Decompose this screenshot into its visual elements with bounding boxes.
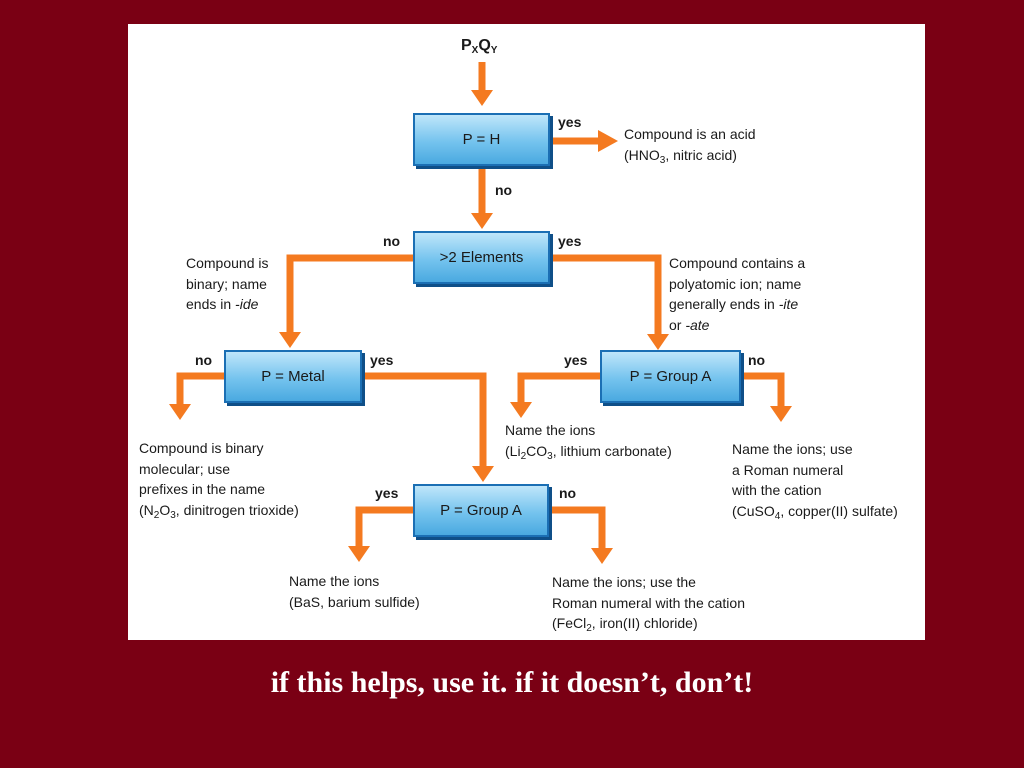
arrowhead-fecl2 bbox=[591, 548, 613, 564]
note-binary-ide: Compound is binary; name ends in -ide bbox=[186, 255, 269, 312]
label-yes-ph: yes bbox=[558, 114, 582, 130]
note-acid: Compound is an acid (HNO3, nitric acid) bbox=[624, 126, 756, 166]
decision-more-than-2-elements: >2 Elements bbox=[413, 231, 550, 284]
arrow-elements-no bbox=[286, 254, 414, 334]
note-roman-fecl2: Name the ions; use the Roman numeral wit… bbox=[552, 574, 745, 634]
arrowhead-start bbox=[471, 90, 493, 106]
start-formula: PXQY bbox=[461, 37, 498, 56]
label-yes-metal: yes bbox=[370, 352, 394, 368]
arrowhead-li2co3 bbox=[510, 402, 532, 418]
note-binary-molecular: Compound is binary molecular; use prefix… bbox=[139, 440, 299, 521]
arrowhead-metal bbox=[279, 332, 301, 348]
label-yes-group-a-right: yes bbox=[564, 352, 588, 368]
label-no-group-a-right: no bbox=[748, 352, 766, 368]
decision-p-equals-group-a-right: P = Group A bbox=[600, 350, 741, 403]
arrowhead-molecular bbox=[169, 404, 191, 420]
arrowhead-cuso4 bbox=[770, 406, 792, 422]
decision-p-equals-group-a-bottom: P = Group A bbox=[413, 484, 549, 537]
arrowhead-bas bbox=[348, 546, 370, 562]
label-no-ph: no bbox=[495, 182, 513, 198]
decision-p-equals-metal: P = Metal bbox=[224, 350, 362, 403]
arrow-groupa-right-yes bbox=[517, 372, 600, 404]
flowchart-panel: PXQY P = H >2 Elements P = Metal P = Gro… bbox=[128, 24, 925, 640]
arrow-metal-no bbox=[176, 372, 224, 406]
arrowhead-groupa-bottom bbox=[472, 466, 494, 482]
slide-caption: if this helps, use it. if it doesn’t, do… bbox=[270, 666, 754, 699]
note-name-ions-bas: Name the ions (BaS, barium sulfide) bbox=[289, 573, 420, 610]
flowchart-arrows bbox=[169, 62, 792, 564]
arrow-groupa-right-no bbox=[741, 372, 785, 408]
arrowhead-acid bbox=[598, 130, 618, 152]
note-roman-cuso4: Name the ions; use a Roman numeral with … bbox=[732, 441, 898, 522]
arrow-metal-yes bbox=[362, 372, 487, 468]
label-no-metal: no bbox=[195, 352, 213, 368]
arrowhead-groupa-right bbox=[647, 334, 669, 350]
note-polyatomic: Compound contains a polyatomic ion; name… bbox=[669, 255, 806, 333]
label-yes-elements: yes bbox=[558, 233, 582, 249]
note-name-ions-li2co3: Name the ions (Li2CO3, lithium carbonate… bbox=[505, 422, 672, 462]
label-no-elements: no bbox=[383, 233, 401, 249]
arrow-groupa-bottom-no bbox=[549, 506, 606, 550]
arrow-elements-yes bbox=[550, 254, 662, 336]
decision-p-equals-h: P = H bbox=[413, 113, 550, 166]
arrow-groupa-bottom-yes bbox=[355, 506, 413, 548]
label-yes-group-a-bottom: yes bbox=[375, 485, 399, 501]
label-no-group-a-bottom: no bbox=[559, 485, 577, 501]
arrowhead-elements bbox=[471, 213, 493, 229]
